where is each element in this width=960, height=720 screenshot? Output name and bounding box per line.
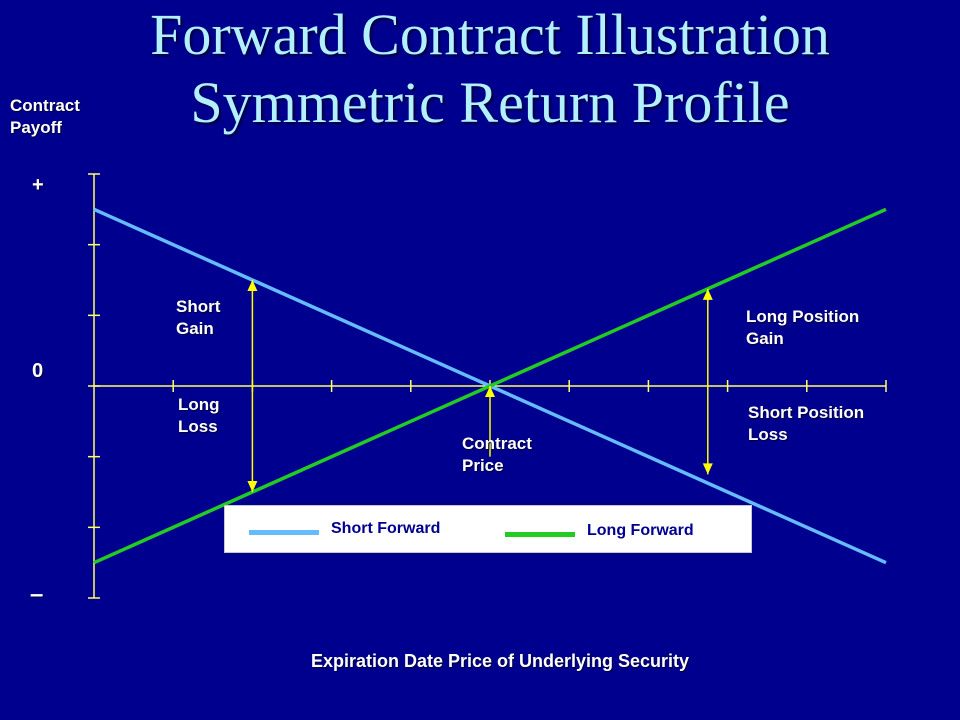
annotation-short-gain: Short Gain bbox=[176, 297, 221, 338]
arrow-head bbox=[485, 386, 495, 397]
x-axis-label: Expiration Date Price of Underlying Secu… bbox=[310, 651, 690, 671]
legend-label-long-forward: Long Forward bbox=[587, 522, 694, 539]
arrow-head bbox=[702, 463, 713, 475]
y-tick-zero: 0 bbox=[32, 360, 44, 382]
legend: Short Forward Long Forward bbox=[224, 505, 752, 553]
annotation-arrows bbox=[247, 280, 713, 492]
legend-swatch-long-forward bbox=[505, 532, 575, 537]
annotation-long-position-gain: Long Position Gain bbox=[746, 307, 860, 348]
arrow-head bbox=[247, 280, 258, 291]
y-axis-label: Contract Payoff bbox=[10, 96, 80, 137]
legend-swatch-short-forward bbox=[249, 530, 319, 535]
annotation-contract-price: Contract Price bbox=[462, 434, 532, 475]
annotation-short-position-loss: Short Position Loss bbox=[748, 403, 865, 444]
arrow-head bbox=[247, 481, 258, 492]
annotation-long-loss: Long Loss bbox=[178, 395, 220, 436]
title-line-2: Symmetric Return Profile bbox=[190, 70, 790, 135]
arrow-head bbox=[702, 288, 713, 300]
title-line-1: Forward Contract Illustration bbox=[150, 2, 830, 67]
y-tick-plus: + bbox=[32, 174, 44, 196]
y-tick-minus: – bbox=[30, 581, 44, 608]
legend-label-short-forward: Short Forward bbox=[331, 520, 441, 537]
